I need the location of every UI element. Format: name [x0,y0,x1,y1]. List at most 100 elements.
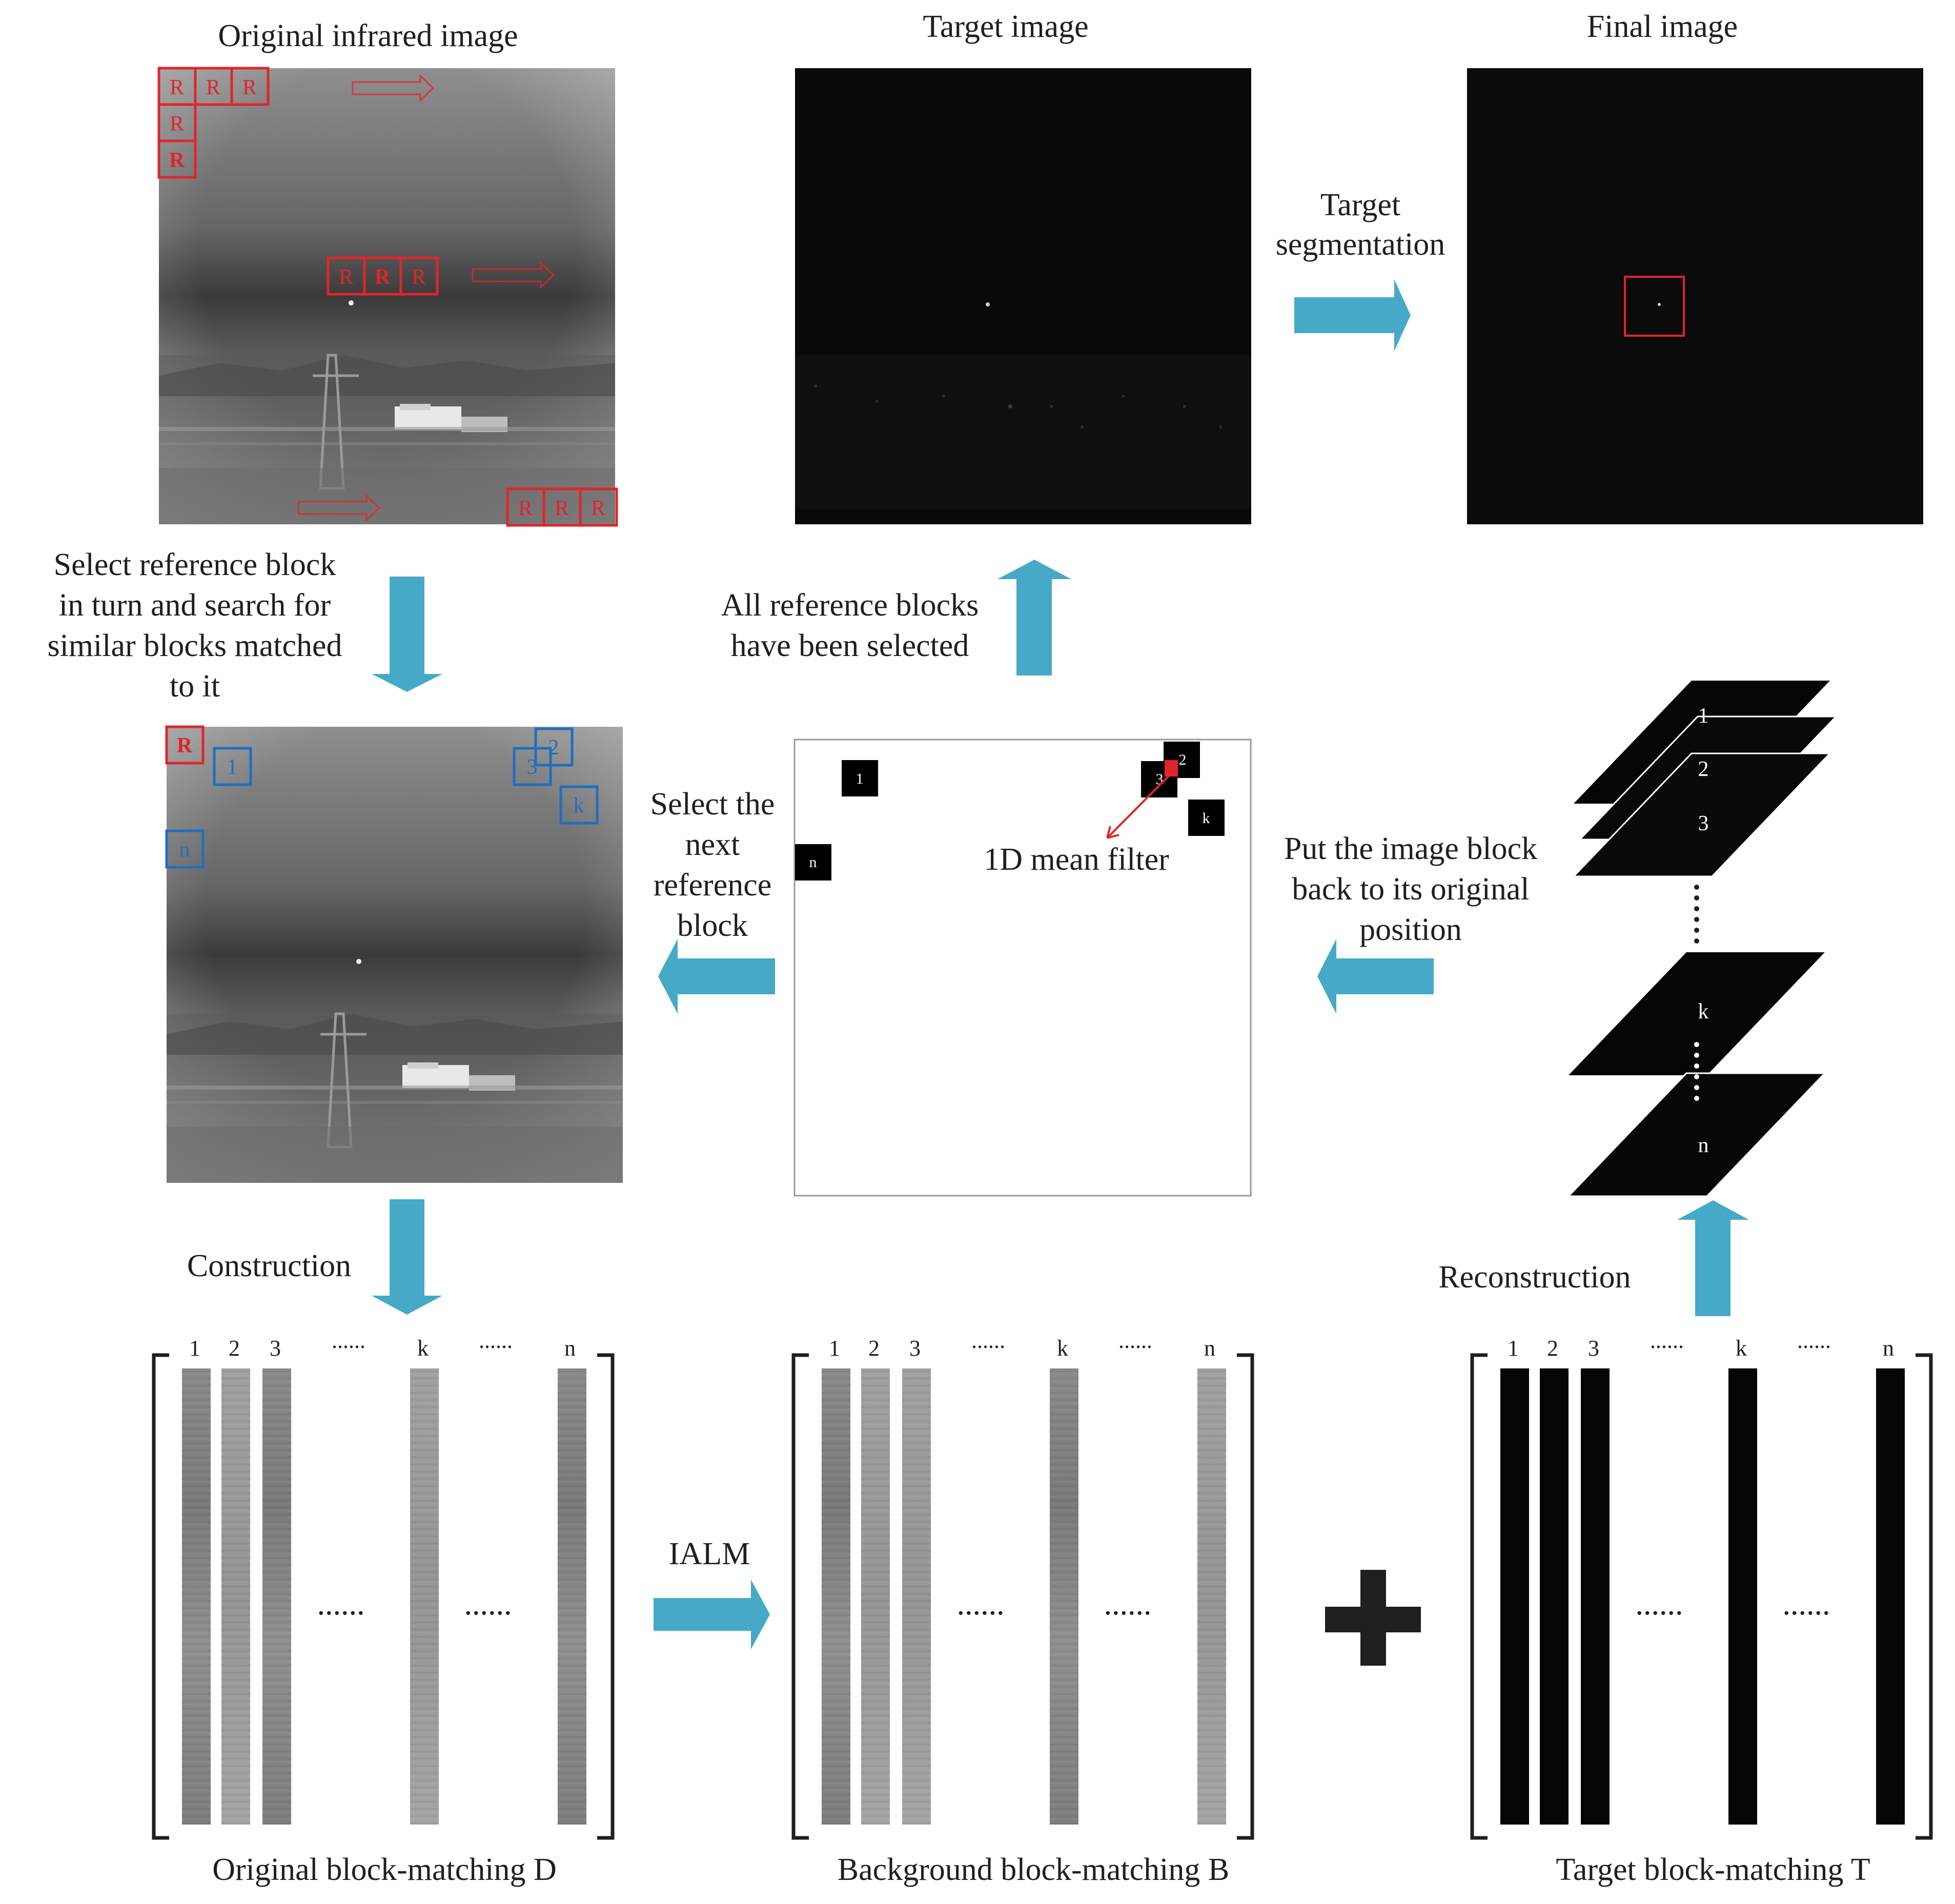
svg-text:1: 1 [856,770,864,787]
matrix-ellipsis: ...... [957,1587,1005,1622]
all-selected-label: All reference blocks have been selected [721,588,979,663]
matrix-right-bracket [1916,1353,1933,1840]
filtered-block-labels: 1 2 3 k n [809,751,1210,871]
matrix-left-bracket [152,1353,169,1840]
target-detection-box [1624,276,1685,337]
select-reference-label: Select reference block in turn and searc… [47,547,342,704]
reference-block-letter: R [412,265,426,289]
select-next-arrow [658,939,775,1014]
matrix-column-header: 3 [270,1336,281,1361]
matrix-column-header: n [1204,1336,1215,1361]
svg-text:1: 1 [227,755,238,779]
select-next-label: Select the next reference block [650,787,775,943]
reference-block-letter: R [169,149,185,172]
svg-text:Target: Target [1320,188,1400,222]
reference-block-letter: R [518,497,533,520]
matrix-column-header: 1 [189,1336,200,1361]
matrix-ellipsis: ...... [1104,1587,1152,1622]
matrix-column-header: 3 [909,1336,921,1361]
similar-block-labels: 1 2 3 k n [179,736,584,862]
final-image [1467,68,1923,524]
reference-block [165,725,205,765]
matrix-column-header: 2 [1547,1336,1558,1361]
matrix-column-header: ...... [1118,1328,1152,1353]
layer-labels: 1 2 3 k n [1698,704,1709,1157]
matrix-column-header: k [1736,1336,1747,1361]
matrix-column-header: k [1057,1336,1068,1361]
matrix-ellipsis: ...... [1783,1587,1830,1622]
reference-block-letter: R [177,734,193,757]
matrix-column-texture [410,1368,439,1825]
final-image-title: Final image [1587,9,1738,44]
svg-text:n: n [1698,1134,1709,1157]
reference-block-letter: R [170,112,184,136]
matrix-b-caption: Background block-matching B [838,1852,1230,1887]
original-infrared-image: R R R R R R R R R R R [157,67,618,527]
matrix-column-header: ...... [1650,1328,1684,1353]
reconstruction-label: Reconstruction [1438,1260,1631,1295]
svg-text:next: next [685,827,740,862]
all-selected-arrow [997,560,1071,675]
matrix-column-header: 1 [1508,1336,1519,1361]
matrix-column-header: k [417,1336,429,1361]
svg-text:k: k [1698,1000,1709,1023]
svg-text:to it: to it [170,669,220,704]
svg-text:back to its original: back to its original [1292,872,1529,907]
svg-text:segmentation: segmentation [1276,227,1445,262]
svg-text:1: 1 [1698,704,1709,728]
svg-text:2: 2 [548,736,559,760]
target-image [795,68,1251,524]
svg-text:n: n [809,854,817,871]
matrix-column-texture [861,1368,890,1825]
matrix-column-texture [902,1368,931,1825]
matrix-right-bracket [597,1353,615,1840]
ialm-arrow [654,1580,770,1649]
matrix-ellipsis: ...... [1636,1587,1683,1622]
matrix-column-texture [262,1368,291,1825]
original-image-title: Original infrared image [218,18,518,53]
mean-filter-pointer [1106,771,1174,839]
matrix-column-texture [558,1368,586,1825]
matrix-column-header: 2 [229,1336,240,1361]
svg-text:2: 2 [1698,757,1709,781]
matrix-column [1581,1368,1610,1825]
svg-text:k: k [1203,810,1210,827]
construction-arrow [372,1199,442,1315]
svg-text:position: position [1359,912,1462,947]
reference-block-letter: R [591,497,605,520]
matrix-column-texture [1197,1368,1226,1825]
svg-text:3: 3 [1698,812,1709,835]
svg-text:Put the image block: Put the image block [1284,831,1537,866]
matrix-ellipsis: ...... [317,1587,365,1622]
matrix-column-header: ...... [971,1328,1005,1353]
svg-text:block: block [677,908,748,943]
target-layer-stack: 1 2 3 k n [1567,681,1837,1197]
reference-block-letter: R [206,76,220,99]
target-segmentation-arrow [1294,279,1411,351]
svg-text:3: 3 [527,755,538,779]
reference-blocks-row1 [157,67,270,179]
filtered-blocks [795,742,1225,881]
matrix-left-bracket [791,1353,809,1840]
svg-text:k: k [574,794,584,817]
matrix-left-bracket [1470,1353,1488,1840]
matrix-column [1500,1368,1529,1825]
reference-block-letter: R [170,76,184,99]
matrix-column-texture [221,1368,250,1825]
matrix-column [1876,1368,1905,1825]
reference-block-letter: R [242,76,257,99]
matrix-d-caption: Original block-matching D [212,1852,557,1887]
matrix-column-texture [1050,1368,1078,1825]
matrix-column-header: 2 [868,1336,880,1361]
svg-text:All reference blocks: All reference blocks [721,588,979,623]
matrix-column [1540,1368,1569,1825]
svg-text:2: 2 [1179,751,1187,768]
svg-text:Select the: Select the [650,787,775,822]
svg-text:n: n [179,838,190,862]
matrix-column-header: ...... [479,1328,513,1353]
target-segmentation-label: Target segmentation [1276,188,1445,262]
select-reference-arrow [372,577,442,692]
